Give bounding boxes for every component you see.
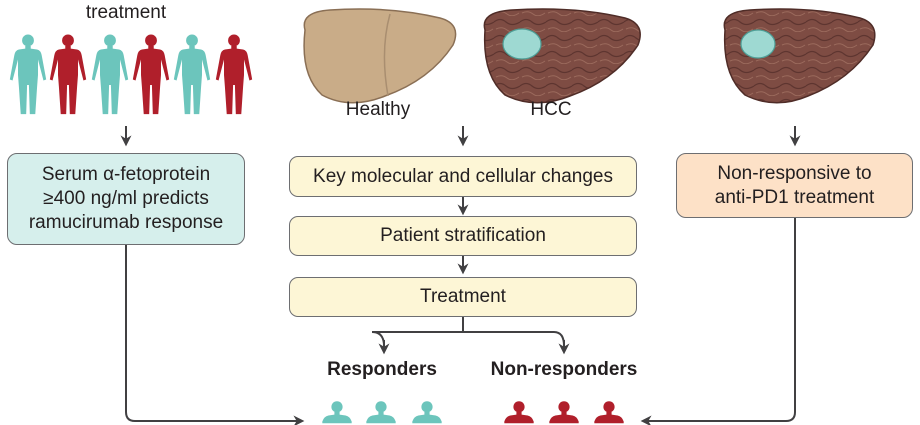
step-treatment: Treatment <box>289 277 637 317</box>
hcc-liver-illustration <box>483 8 641 104</box>
step-patient-stratification: Patient stratification <box>289 216 637 256</box>
left-connector-arrow <box>125 245 305 425</box>
responder-person-icon <box>412 401 442 424</box>
patient-figures-row <box>9 34 253 115</box>
responder-person-icon <box>9 34 47 115</box>
split-connector <box>371 316 565 347</box>
non-responder-person-icon <box>132 34 170 115</box>
non-responsive-box: Non-responsive to anti-PD1 treatment <box>676 153 913 218</box>
responder-person-icon <box>91 34 129 115</box>
non-responder-person-icon <box>549 401 579 424</box>
non-responder-person-icon <box>594 401 624 424</box>
right-connector-arrow <box>640 218 796 425</box>
hcc-label: HCC <box>530 99 572 120</box>
non-responders-label: Non-responders <box>490 359 638 380</box>
healthy-label: Healthy <box>345 99 411 120</box>
non-responder-figures <box>504 401 624 424</box>
afp-predictor-box: Serum α-fetoprotein ≥400 ng/ml predicts … <box>7 153 245 245</box>
step-molecular-changes: Key molecular and cellular changes <box>289 156 637 197</box>
responders-label: Responders <box>327 359 437 380</box>
tumor-icon <box>740 29 776 59</box>
healthy-liver-illustration <box>303 8 457 104</box>
non-responder-liver-illustration <box>723 8 876 104</box>
non-responder-person-icon <box>504 401 534 424</box>
treatment-header: treatment <box>85 2 167 23</box>
responder-figures <box>322 401 442 424</box>
non-responder-person-icon <box>49 34 87 115</box>
responder-person-icon <box>366 401 396 424</box>
non-responder-person-icon <box>215 34 253 115</box>
tumor-icon <box>502 28 542 60</box>
responder-person-icon <box>322 401 352 424</box>
responder-person-icon <box>173 34 211 115</box>
